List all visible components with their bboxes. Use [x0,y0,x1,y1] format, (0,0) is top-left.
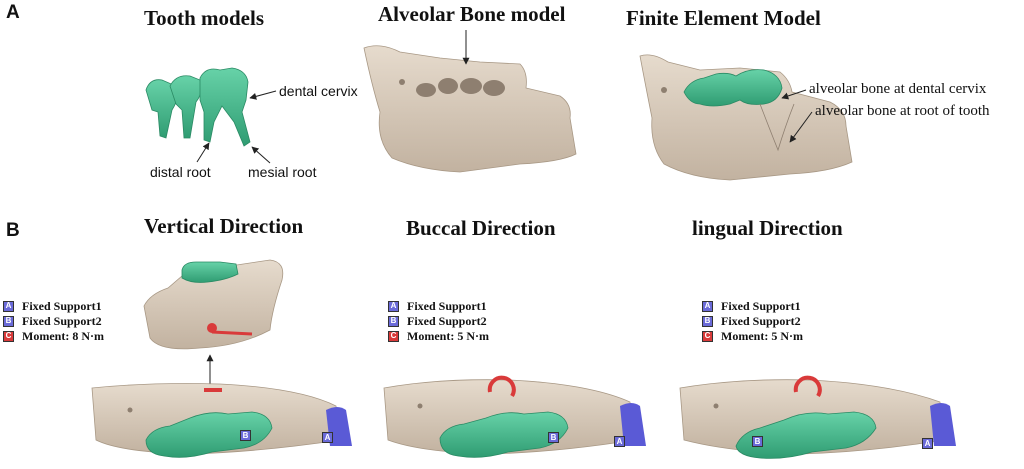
buccal-teeth [439,411,569,458]
legend-label: Fixed Support1 [22,298,102,313]
tooth-models-render [145,67,251,147]
legend-label: Moment: 8 N·m [22,328,104,343]
alveolar-bone-shape [363,45,577,173]
legend-item: B Fixed Support2 [702,314,803,328]
vertical-direction-title: Vertical Direction [144,214,304,238]
legend-label: Fixed Support2 [721,313,801,328]
vertical-marker-b: B [240,430,259,441]
lingual-mandible-render [679,375,956,459]
socket-3 [460,78,482,94]
molar-tooth [199,67,251,147]
dental-cervix-label: dental cervix [279,83,358,99]
legend-item: B Fixed Support2 [388,314,489,328]
legend-label: Fixed Support2 [407,313,487,328]
buccal-marker-a: A [614,436,633,447]
mesial-root-label: mesial root [248,164,317,180]
legend-label: Moment: 5 N·m [721,328,803,343]
bone-root-pointer [789,111,813,143]
vertical-zoom-render [143,259,284,350]
foramen [399,79,405,85]
alveolar-bone-render [363,45,577,173]
tooth-models-title: Tooth models [144,6,265,30]
buccal-marker-b: B [548,432,567,443]
zoom-bone-shape [143,259,284,350]
vertical-foramen [127,407,133,413]
legend-swatch-a: A [388,300,399,312]
vertical-teeth [145,411,273,458]
legend-item: A Fixed Support1 [3,299,104,313]
lingual-teeth [735,411,877,459]
buccal-moment-icon [487,375,516,398]
vertical-moment-bar [204,388,222,392]
lingual-moment-icon [793,375,822,398]
lingual-support-a [930,403,956,446]
legend-swatch-a: A [3,300,14,312]
fe-model-render [639,54,853,181]
buccal-legend: A Fixed Support1 B Fixed Support2 C Moment:… [388,299,489,344]
buccal-direction-title: Buccal Direction [406,216,556,240]
lingual-foramen [713,403,719,409]
legend-swatch-a: A [702,300,713,312]
lingual-legend: A Fixed Support1 B Fixed Support2 C Moment:… [702,299,803,344]
lingual-marker-a: A [922,438,941,449]
alveolar-bone-title: Alveolar Bone model [378,2,566,26]
legend-label: Fixed Support2 [22,313,102,328]
panel-b-letter: B [6,220,20,241]
legend-item: A Fixed Support1 [702,299,803,313]
legend-swatch-b: B [388,315,399,327]
buccal-support-a [620,403,646,446]
legend-label: Moment: 5 N·m [407,328,489,343]
legend-swatch-c: C [388,330,399,342]
legend-item: C Moment: 5 N·m [388,329,489,343]
vertical-legend: A Fixed Support1 B Fixed Support2 C Moment:… [3,299,104,344]
zoom-moment-marker [207,323,217,333]
lingual-direction-title: lingual Direction [692,216,843,240]
socket-1 [416,83,436,97]
lingual-marker-b: B [752,436,771,447]
distal-root-label: distal root [150,164,211,180]
fe-root-outline [759,103,795,152]
vertical-marker-a: A [322,432,341,443]
legend-swatch-b: B [702,315,713,327]
mesial-root-pointer [251,146,271,164]
bone-cervix-label: alveolar bone at dental cervix [809,81,987,97]
fe-teeth [683,69,783,107]
legend-item: C Moment: 8 N·m [3,329,104,343]
legend-label: Fixed Support1 [721,298,801,313]
legend-swatch-c: C [3,330,14,342]
socket-2 [438,78,458,94]
middle-tooth [169,75,202,139]
legend-item: A Fixed Support1 [388,299,489,313]
legend-swatch-c: C [702,330,713,342]
fe-foramen [661,87,667,93]
zoom-teeth [181,261,239,283]
bone-root-label: alveolar bone at root of tooth [815,103,990,119]
legend-swatch-b: B [3,315,14,327]
legend-item: B Fixed Support2 [3,314,104,328]
legend-label: Fixed Support1 [407,298,487,313]
vertical-mandible-render [91,383,352,458]
fe-model-title: Finite Element Model [626,6,821,30]
bone-cervix-pointer [781,89,807,100]
legend-item: C Moment: 5 N·m [702,329,803,343]
distal-root-pointer [196,142,210,163]
socket-4 [483,80,505,96]
dental-cervix-pointer [249,90,277,100]
buccal-mandible-render [383,375,646,458]
panel-a-letter: A [6,2,20,23]
buccal-foramen [417,403,423,409]
zoom-moment-bar [211,330,253,336]
